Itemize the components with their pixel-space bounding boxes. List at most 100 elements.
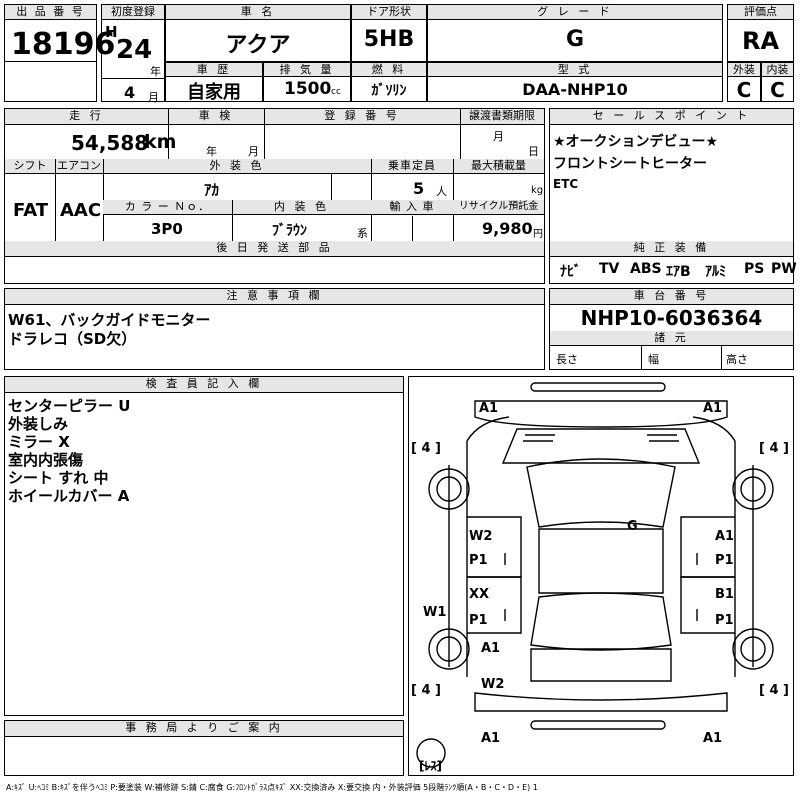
- mark-rear-bumper-left: A1: [481, 731, 501, 746]
- first-registration-label: 初度登録: [102, 5, 164, 20]
- mark-rear-door-right-1: B1: [715, 587, 734, 602]
- height-label: 高さ: [726, 353, 748, 366]
- interior-color-value: ﾌﾞﾗｳﾝ: [272, 223, 307, 239]
- recycle-unit: 円: [533, 229, 543, 240]
- first-registration-year: 24: [116, 35, 153, 65]
- exterior-grade-value: C: [736, 78, 752, 102]
- mark-spare: [ﾚｽ]: [419, 759, 442, 773]
- lot-label: 出 品 番 号: [5, 5, 96, 20]
- transfer-label: 譲渡書類期限: [460, 109, 544, 125]
- equipment-alloy: ｱﾙﾐ: [705, 264, 726, 280]
- mark-tire-front-left: [ 4 ]: [411, 441, 441, 456]
- score-value: RA: [741, 27, 780, 55]
- import-label: 輸 入 車: [371, 200, 453, 215]
- registration-label: 登 録 番 号: [264, 109, 460, 125]
- year-unit: 年: [150, 65, 161, 78]
- mark-rear-door-right-2: P1: [715, 613, 734, 628]
- width-label: 幅: [648, 353, 659, 366]
- grade-box: グ レ ー ド G: [427, 4, 723, 62]
- later-parts-label: 後 日 発 送 部 品: [5, 241, 544, 257]
- car-diagram: A1 A1 [ 4 ] [ 4 ] G W2 P1 A1 P1 XX P1 B1…: [408, 376, 794, 776]
- length-label: 長さ: [556, 353, 578, 366]
- history-box: 車 歴 自家用: [165, 62, 263, 103]
- lot-box: 出 品 番 号 18196: [4, 4, 115, 102]
- mark-front-door-left-1: W2: [469, 529, 493, 544]
- door-label: ドア形状: [352, 5, 426, 20]
- inspection-label: 車 検: [168, 109, 264, 125]
- displacement-label: 排 気 量: [264, 63, 350, 77]
- car-name-label: 車 名: [166, 5, 350, 20]
- capacity-unit: 人: [436, 185, 447, 198]
- office-label: 事 務 局 よ り ご 案 内: [5, 721, 403, 737]
- notes-box: 注 意 事 項 欄 W61、バックガイドモニター ドラレコ（SD欠）: [4, 288, 545, 370]
- ac-value: AAC: [60, 200, 102, 221]
- score-label: 評価点: [728, 5, 793, 20]
- door-type: 5HB: [363, 27, 415, 52]
- notes-label: 注 意 事 項 欄: [5, 289, 544, 305]
- equipment-ps: PS: [744, 261, 765, 277]
- mark-front-left-corner: A1: [479, 401, 499, 416]
- grade-label: グ レ ー ド: [428, 5, 722, 20]
- equipment-airbag: ｴｱB: [666, 264, 691, 280]
- door-box: ドア形状 5HB: [351, 4, 427, 62]
- info-block: 走 行 車 検 登 録 番 号 譲渡書類期限 54,588 km 年 月 月 日…: [4, 108, 545, 284]
- notes-line-2: ドラレコ（SD欠）: [8, 330, 137, 348]
- capacity-label: 乗車定員: [371, 159, 453, 174]
- mark-front-door-right-2: P1: [715, 553, 734, 568]
- max-load-label: 最大積載量: [453, 159, 544, 174]
- color-value: ｱｶ: [204, 181, 220, 199]
- equipment-tv: TV: [599, 261, 620, 277]
- mark-rear-fender-left-1: A1: [481, 641, 501, 656]
- mark-front-door-left-2: P1: [469, 553, 488, 568]
- first-registration-month: 4: [124, 83, 136, 102]
- interior-grade-value: C: [770, 78, 785, 102]
- model-value: DAA-NHP10: [522, 80, 628, 99]
- inspector-line-5: シート すれ 中: [8, 469, 109, 487]
- color-no-label: カ ラ ー Ｎｏ．: [103, 200, 232, 215]
- mark-tire-rear-left: [ 4 ]: [411, 683, 441, 698]
- sales-point-box: セ ー ル ス ポ イ ン ト ★オークションデビュー★ フロントシートヒーター…: [549, 108, 797, 284]
- inspector-line-1: センターピラー U: [8, 397, 131, 415]
- sales-point-line-1: ★オークションデビュー★: [553, 134, 719, 150]
- notes-line-1: W61、バックガイドモニター: [8, 311, 211, 329]
- era-mark: H: [105, 23, 118, 41]
- car-name-box: 車 名 アクア: [165, 4, 351, 62]
- mark-rear-bumper-right: A1: [703, 731, 723, 746]
- model-label: 型 式: [428, 63, 722, 77]
- mark-tire-front-right: [ 4 ]: [759, 441, 789, 456]
- spec-label: 諸 元: [550, 331, 793, 346]
- month-unit: 月: [148, 91, 159, 104]
- color-no-value: 3P0: [151, 220, 183, 238]
- displacement-box: 排 気 量 1500 cc: [263, 62, 351, 102]
- sales-point-label: セ ー ル ス ポ イ ン ト: [550, 109, 793, 125]
- sales-point-line-3: ETC: [553, 177, 579, 191]
- model-box: 型 式 DAA-NHP10: [427, 62, 723, 102]
- mark-front-right-corner: A1: [703, 401, 723, 416]
- inspector-line-3: ミラー X: [8, 433, 70, 451]
- lot-number: 18196: [11, 27, 116, 62]
- displacement-unit: cc: [331, 87, 341, 97]
- inspection-month-unit: 月: [248, 145, 259, 158]
- mileage-label: 走 行: [5, 109, 168, 125]
- mark-rocker-left: W1: [423, 605, 447, 620]
- mark-roof-glass: G: [627, 519, 638, 534]
- equipment-navi: ﾅﾋﾞ: [560, 264, 581, 280]
- sales-point-line-2: フロントシートヒーター: [553, 156, 707, 172]
- equipment-abs: ABS: [630, 261, 662, 277]
- mark-front-door-right-1: A1: [715, 529, 735, 544]
- equipment-pw: PW: [771, 261, 797, 277]
- car-outline-drawing: [416, 382, 774, 768]
- max-load-unit: kg: [531, 185, 544, 196]
- interior-color-suffix: 系: [357, 227, 368, 240]
- chassis-label: 車 台 番 号: [550, 289, 793, 305]
- fuel-label: 燃 料: [352, 63, 426, 77]
- score-box: 評価点 RA: [727, 4, 794, 62]
- mark-rear-door-left-1: XX: [469, 587, 490, 602]
- equipment-label: 純 正 装 備: [550, 241, 793, 257]
- capacity-value: 5: [413, 179, 425, 198]
- fuel-box: 燃 料 ｶﾞｿﾘﾝ: [351, 62, 427, 102]
- ac-label: エアコン: [55, 159, 103, 174]
- recycle-label: リサイクル預託金: [453, 200, 544, 215]
- inspector-line-6: ホイールカバー A: [8, 487, 130, 505]
- mark-rear-door-left-2: P1: [469, 613, 488, 628]
